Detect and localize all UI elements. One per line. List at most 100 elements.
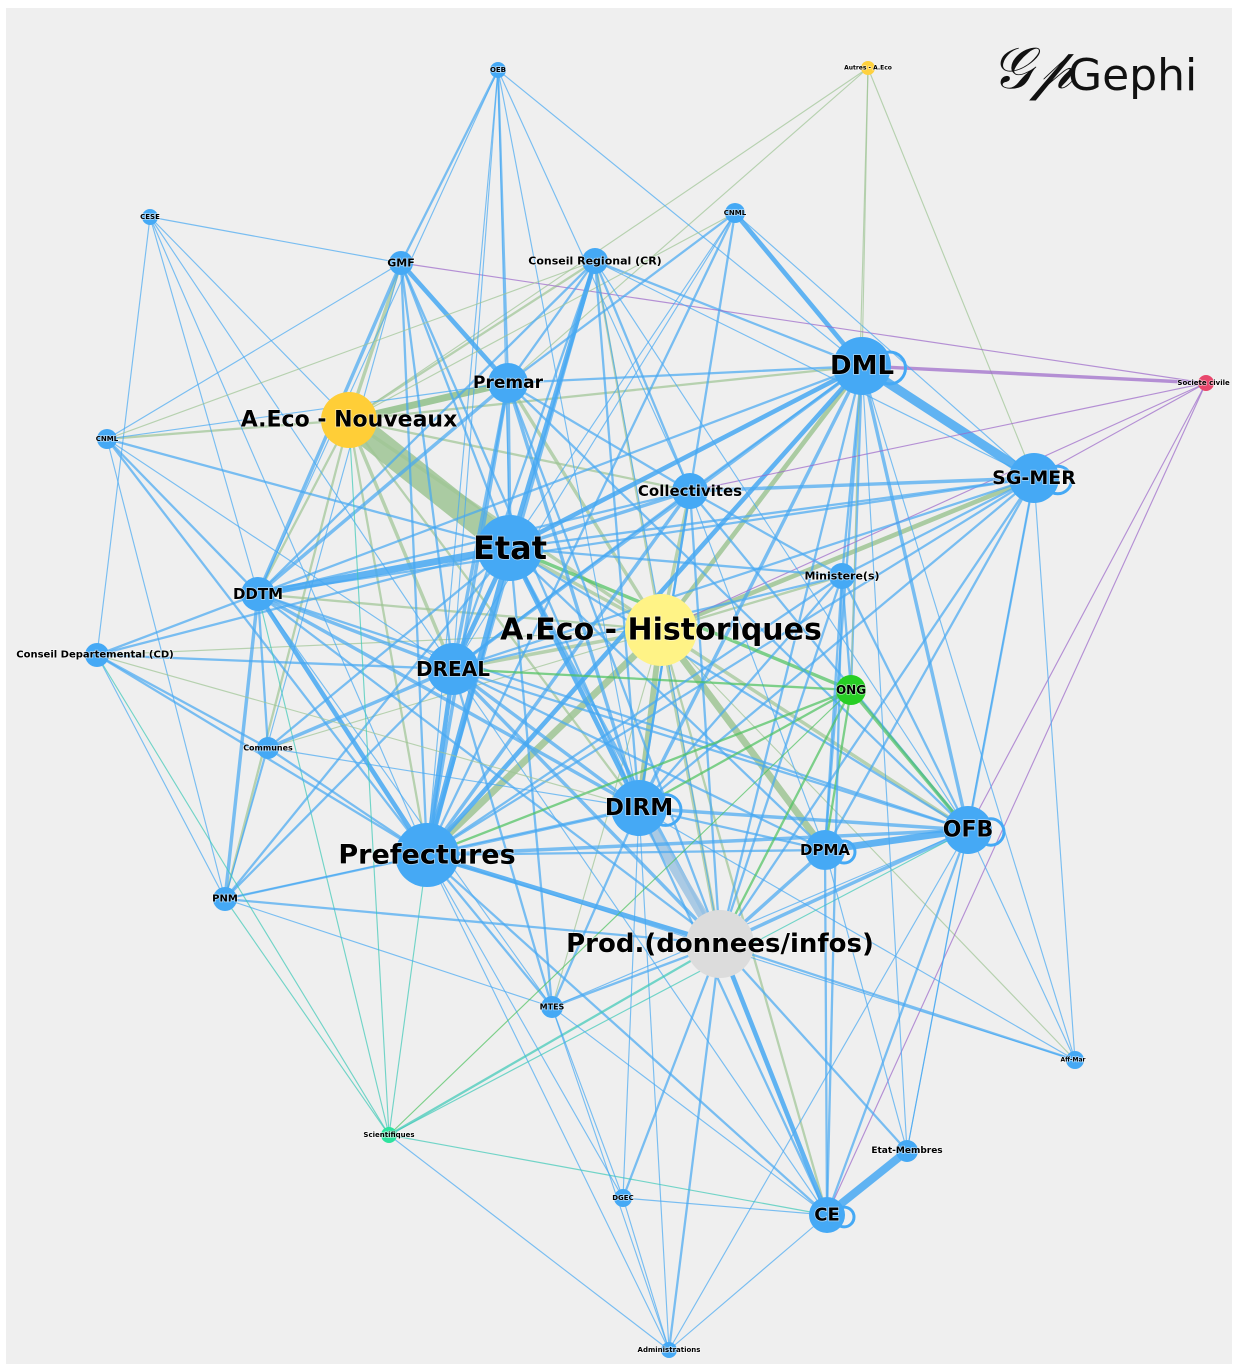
edge-OEB-DREAL (452, 69, 499, 670)
node-label-ONG: ONG (836, 683, 866, 697)
edge-CNML_left-DDTM (105, 437, 260, 596)
edge-Premar-Collectivites (506, 381, 692, 493)
node-Administrations[interactable] (661, 1342, 677, 1358)
edge-Premar-ConseilRegional (506, 259, 597, 385)
node-Collectivites[interactable] (672, 473, 708, 509)
edge-GMF-DREAL (399, 261, 455, 671)
node-MTES[interactable] (541, 996, 563, 1018)
edge-DML-OFB (860, 364, 970, 832)
edge-DPMA-CE (823, 848, 829, 1217)
node-AffMar[interactable] (1066, 1051, 1084, 1069)
node-Ministeres[interactable] (829, 563, 855, 589)
edge-AEcoHistoriques-DML (658, 363, 865, 633)
edge-DDTM-DREAL (256, 592, 455, 671)
node-Scientifiques[interactable] (381, 1127, 397, 1143)
node-GMF[interactable] (389, 251, 413, 275)
edge-SocieteCivile-AEcoHistoriques (660, 382, 1207, 631)
edge-ConseilDep-Communes (95, 653, 270, 750)
edge-ProdDonnees-ONG (718, 688, 853, 946)
edge-Collectivites-DPMA (689, 490, 826, 851)
edge-Scientifiques-AEcoNouveaux (348, 419, 390, 1136)
node-DML[interactable] (833, 337, 891, 395)
edge-OFB-Ministeres (840, 574, 970, 832)
edge-Prefectures-DPMA (425, 848, 827, 857)
edge-MTES-Administrations (551, 1006, 670, 1351)
edge-ConseilDep-Scientifiques (96, 654, 390, 1136)
edge-CNML_left-PNM (106, 438, 226, 900)
node-Etat[interactable] (477, 515, 543, 581)
node-SocieteCivile[interactable] (1198, 375, 1214, 391)
node-DIRM[interactable] (611, 780, 667, 836)
node-label-Administrations: Administrations (638, 1346, 701, 1354)
edge-ProdDonnees-EtatMembres (718, 942, 909, 1153)
edge-Prefectures-ProdDonnees (424, 852, 723, 947)
edge-DREAL-ProdDonnees (451, 667, 722, 946)
edge-DML-DIRM (637, 364, 864, 810)
node-label-CE: CE (814, 1205, 840, 1226)
node-CNML_top[interactable] (725, 203, 745, 223)
gephi-logo-text: Gephi (1068, 50, 1197, 101)
node-DPMA[interactable] (805, 830, 845, 870)
edge-DDTM-PNM (223, 592, 260, 901)
edge-DREAL-ConseilDep (95, 653, 455, 671)
node-Prefectures[interactable] (395, 823, 459, 887)
node-SGMER[interactable] (1009, 453, 1059, 503)
node-ConseilDep[interactable] (85, 643, 109, 667)
node-AutresAEco[interactable] (861, 61, 875, 75)
node-PNM[interactable] (213, 887, 237, 911)
edge-Prefectures-CE (425, 853, 829, 1217)
node-AEcoHistoriques[interactable] (625, 594, 697, 666)
edge-DIRM-Administrations (638, 807, 670, 1351)
edge-Administrations-Scientifiques (388, 1134, 670, 1351)
node-ONG[interactable] (836, 675, 866, 705)
node-AEcoNouveaux[interactable] (321, 392, 377, 448)
node-label-PNM: PNM (212, 894, 238, 905)
edge-PNM-Scientifiques (224, 898, 390, 1136)
edge-Etat-Ministeres (508, 546, 844, 578)
edge-DREAL-Communes (266, 667, 455, 750)
edge-Etat-DPMA (508, 546, 827, 852)
edge-Communes-DIRM (267, 747, 640, 809)
node-Communes[interactable] (257, 737, 279, 759)
node-OFB[interactable] (944, 806, 992, 854)
node-label-DDTM: DDTM (233, 585, 283, 603)
edge-DIRM-OFB (637, 806, 970, 832)
node-label-CESE: CESE (140, 213, 160, 221)
edge-DREAL-DPMA (451, 667, 827, 852)
edge-Etat-GMF (399, 261, 512, 550)
edge-AEcoHistoriques-Premar (506, 381, 663, 632)
edge-GMF-CESE (149, 216, 402, 264)
node-label-AEcoHistoriques: A.Eco - Historiques (500, 613, 822, 648)
edge-DREAL-OFB (451, 667, 970, 832)
node-DGEC[interactable] (614, 1189, 632, 1207)
node-EtatMembres[interactable] (896, 1140, 918, 1162)
node-Premar[interactable] (488, 363, 528, 403)
node-DREAL[interactable] (427, 643, 479, 695)
node-ConseilRegional[interactable] (582, 248, 608, 274)
edge-PNM-Communes (224, 747, 269, 900)
edge-SGMER-DPMA (823, 476, 1036, 852)
node-CNML_left[interactable] (97, 429, 117, 449)
node-CESE[interactable] (142, 209, 158, 225)
edge-SGMER-DIRM (637, 476, 1036, 810)
node-label-CNML_left: CNML (96, 435, 119, 443)
edge-Prefectures-ONG (425, 688, 853, 857)
node-label-Ministeres: Ministere(s) (804, 570, 879, 583)
edge-ConseilRegional-CNML_left (106, 260, 596, 440)
edge-DDTM-Communes (256, 592, 270, 750)
node-OEB[interactable] (490, 62, 506, 78)
edge-DIRM-DPMA (637, 806, 827, 852)
edge-SGMER-Prefectures (425, 476, 1036, 857)
node-DDTM[interactable] (241, 577, 275, 611)
edge-Prefectures-Ministeres (425, 574, 844, 857)
edge-CNML_top-Premar (506, 211, 737, 385)
edge-CESE-DDTM (149, 216, 259, 595)
node-ProdDonnees[interactable] (686, 910, 754, 978)
edge-CE-MTES (551, 1006, 828, 1216)
node-CE[interactable] (809, 1197, 845, 1233)
edge-DDTM-ConseilDep (95, 592, 260, 657)
edge-DML-Etat (507, 363, 865, 551)
edge-PNM-MTES (224, 898, 553, 1008)
edge-CESE-AEcoNouveaux (149, 216, 350, 421)
